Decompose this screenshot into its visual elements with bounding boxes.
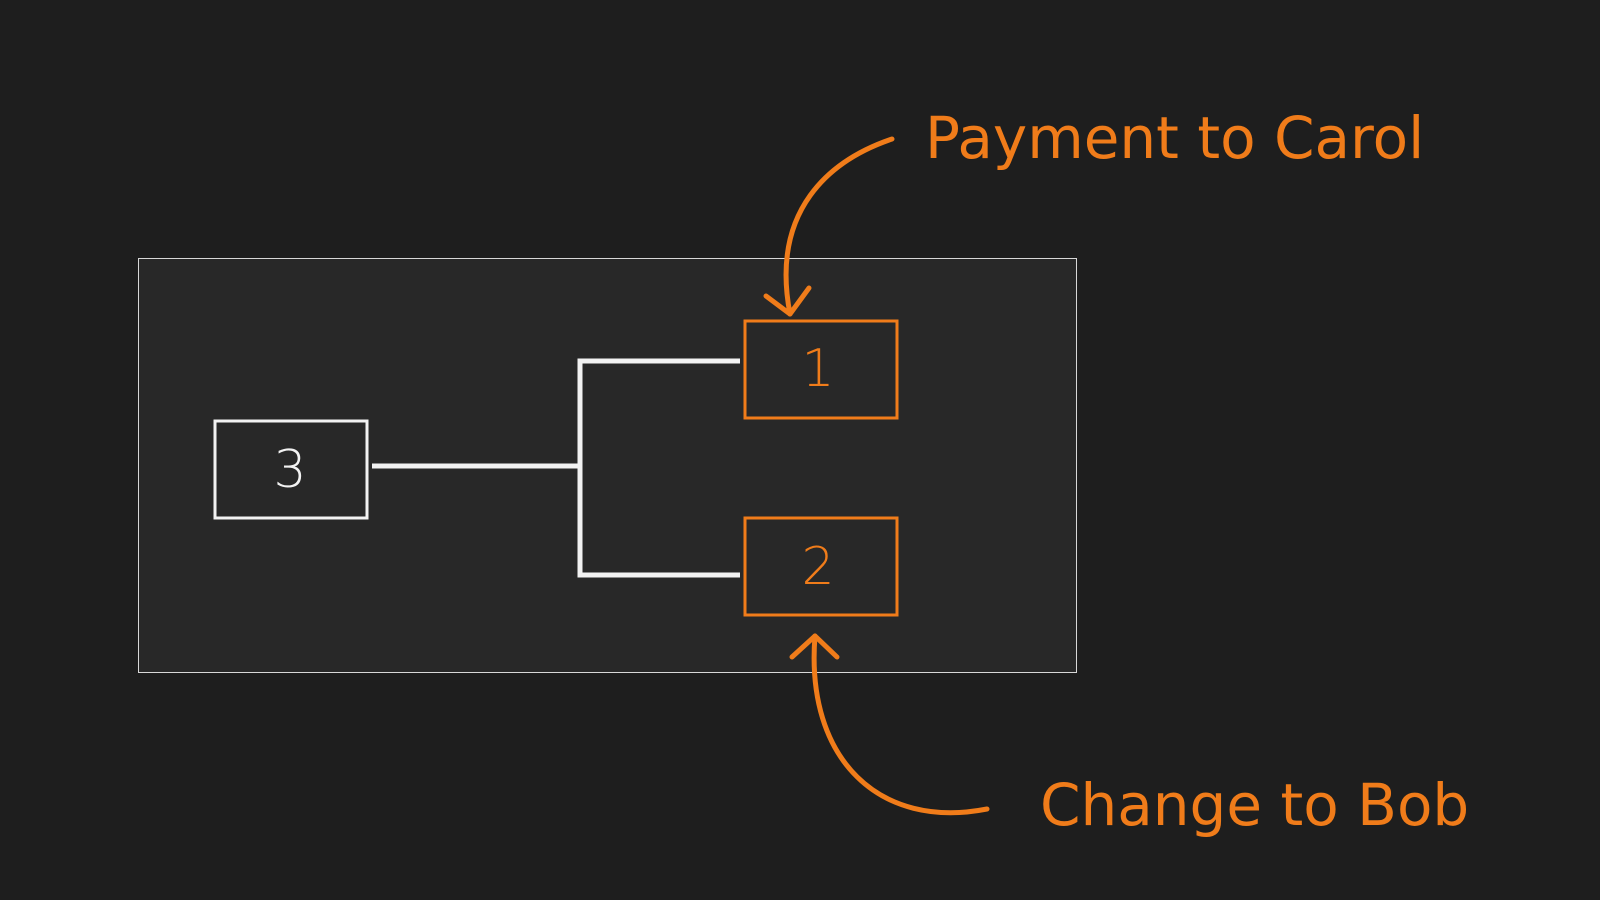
connector-lines bbox=[372, 358, 740, 578]
payment-arrowhead bbox=[763, 285, 812, 317]
output-node-2-label: 2 bbox=[801, 537, 834, 597]
payment-arrow bbox=[783, 136, 895, 317]
change-annotation: Change to Bob bbox=[1040, 771, 1469, 839]
annotation-arrows bbox=[763, 136, 990, 816]
output-node-2: 2 bbox=[743, 516, 899, 617]
diagram-panel bbox=[138, 258, 1077, 673]
output-node-1: 1 bbox=[743, 319, 899, 420]
output-node-2-box bbox=[743, 516, 899, 617]
input-node-label: 3 bbox=[273, 440, 306, 500]
change-arrowhead bbox=[789, 633, 840, 660]
input-node: 3 bbox=[213, 419, 369, 520]
change-arrow bbox=[811, 633, 990, 816]
connector-output-2 bbox=[577, 466, 740, 578]
input-node-box bbox=[213, 419, 369, 520]
payment-annotation: Payment to Carol bbox=[925, 104, 1424, 172]
connector-output-1 bbox=[577, 358, 740, 466]
output-node-1-label: 1 bbox=[801, 339, 834, 399]
output-node-1-box bbox=[743, 319, 899, 420]
